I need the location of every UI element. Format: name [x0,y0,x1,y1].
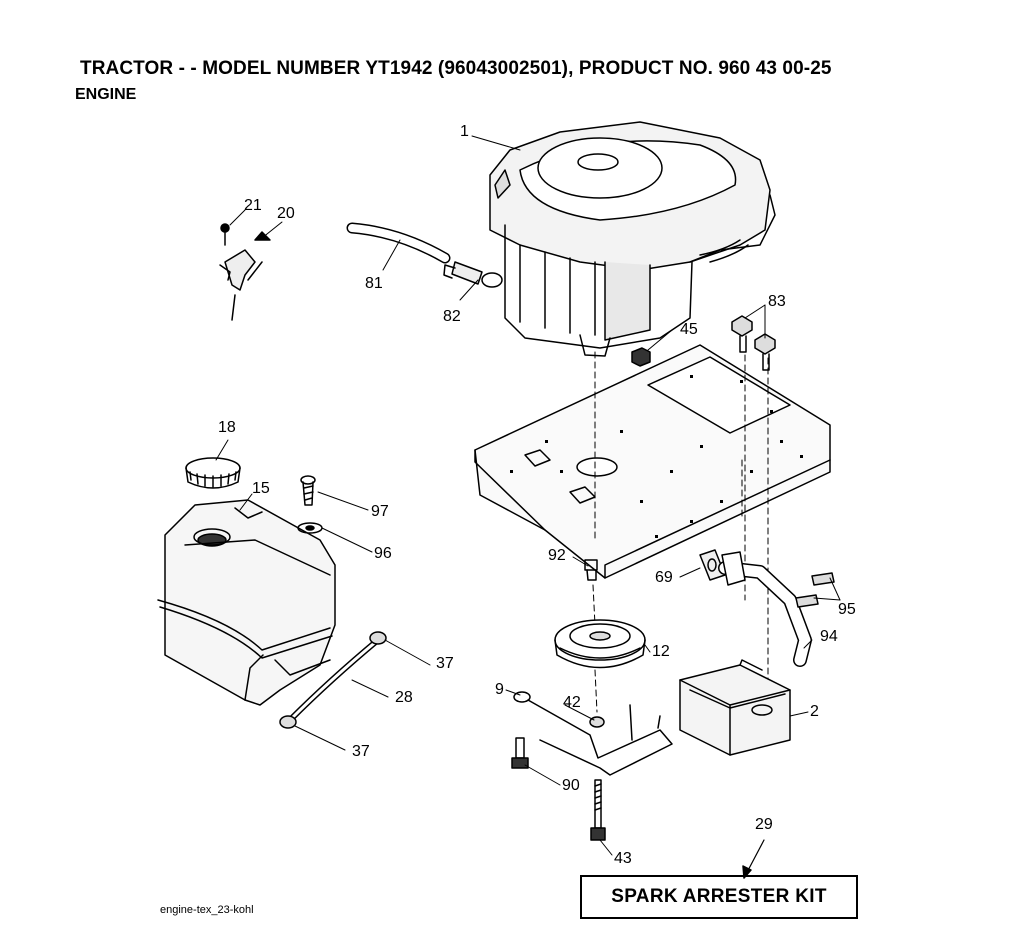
bolts-95-part [795,572,835,608]
callout-95: 95 [838,601,856,618]
page-title: TRACTOR - - MODEL NUMBER YT1942 (9604300… [80,58,832,79]
callout-92: 92 [548,547,566,564]
callout-1: 1 [460,123,469,140]
fitting-part [443,261,503,288]
fuel-tank-part [157,499,336,706]
callout-90: 90 [562,777,580,794]
callout-18: 18 [218,419,236,436]
fuel-hose-part [346,222,451,264]
callout-12: 12 [652,643,670,660]
callout-45: 45 [680,321,698,338]
muffler-part [679,659,791,756]
fuel-line-part [287,637,381,723]
callout-29: 29 [755,816,773,833]
callout-37-upper: 37 [436,655,454,672]
choke-control-part [219,223,271,321]
pulley-part [554,619,646,669]
centerlines [592,351,769,713]
callout-69: 69 [655,569,673,586]
leader-lines [215,135,841,856]
callout-81: 81 [365,275,383,292]
bolt-90-part [511,737,529,769]
bolts-83-part [731,315,776,371]
callout-94: 94 [820,628,838,645]
callout-15: 15 [252,480,270,497]
callout-42: 42 [563,694,581,711]
callout-43: 43 [614,850,632,867]
callout-9: 9 [495,681,504,698]
callout-21: 21 [244,197,262,214]
callout-96: 96 [374,545,392,562]
spark-arrester-kit-label: SPARK ARRESTER KIT [580,875,858,919]
callout-2: 2 [810,703,819,720]
callout-28: 28 [395,689,413,706]
callout-82: 82 [443,308,461,325]
clamp-37-part [279,631,387,729]
bolt-43-part [590,779,606,841]
callout-83: 83 [768,293,786,310]
bolt-92-part [584,559,598,581]
callout-97: 97 [371,503,389,520]
nut-45-part [631,347,651,367]
exhaust-pipe-part [718,551,812,667]
callout-20: 20 [277,205,295,222]
engine-part [489,121,776,357]
callout-37-lower: 37 [352,743,370,760]
page-subtitle: ENGINE [75,86,137,103]
washer-96-part [297,522,323,534]
spark-arrester-rod-part [513,691,673,776]
frame-plate-part [474,344,831,579]
gas-cap-part [185,457,241,489]
drawing-code: engine-tex_23-kohl [160,904,254,916]
screw-97-part [300,475,316,506]
spark-arrester-arrow [742,839,765,879]
